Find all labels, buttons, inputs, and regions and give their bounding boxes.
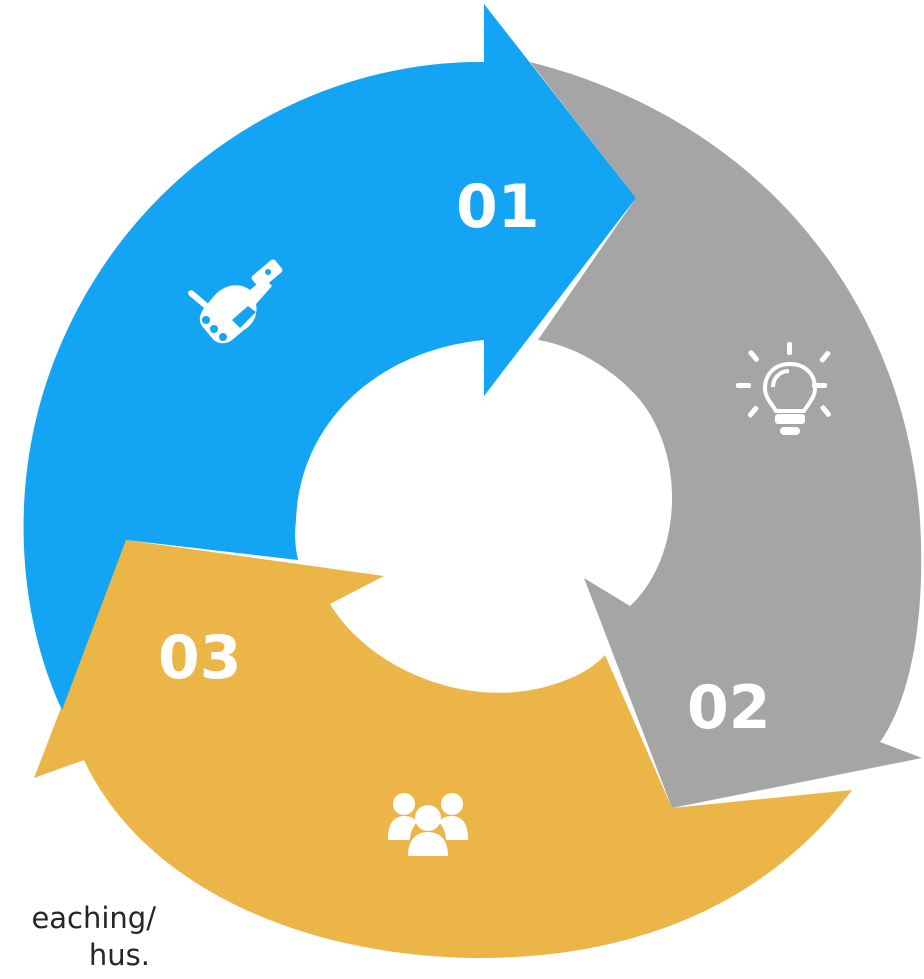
segment-03-number: 03	[158, 623, 242, 693]
partial-text-block: eaching/ hus.	[0, 900, 170, 979]
segment-02: 02	[530, 62, 922, 808]
partial-text-line-1: eaching/	[31, 901, 156, 935]
segment-01-number: 01	[456, 172, 540, 242]
people-group-icon	[388, 793, 468, 856]
segment-03: 03	[34, 540, 852, 959]
segment-01-arrow	[23, 4, 637, 710]
segment-02-arrow	[530, 62, 922, 808]
handshake-icon	[188, 259, 283, 344]
lightbulb-icon	[736, 342, 831, 435]
segment-02-number: 02	[687, 673, 771, 743]
segment-03-arrow	[34, 540, 852, 959]
partial-text-line-2: hus.	[88, 938, 150, 972]
segment-01: 01	[23, 4, 637, 710]
